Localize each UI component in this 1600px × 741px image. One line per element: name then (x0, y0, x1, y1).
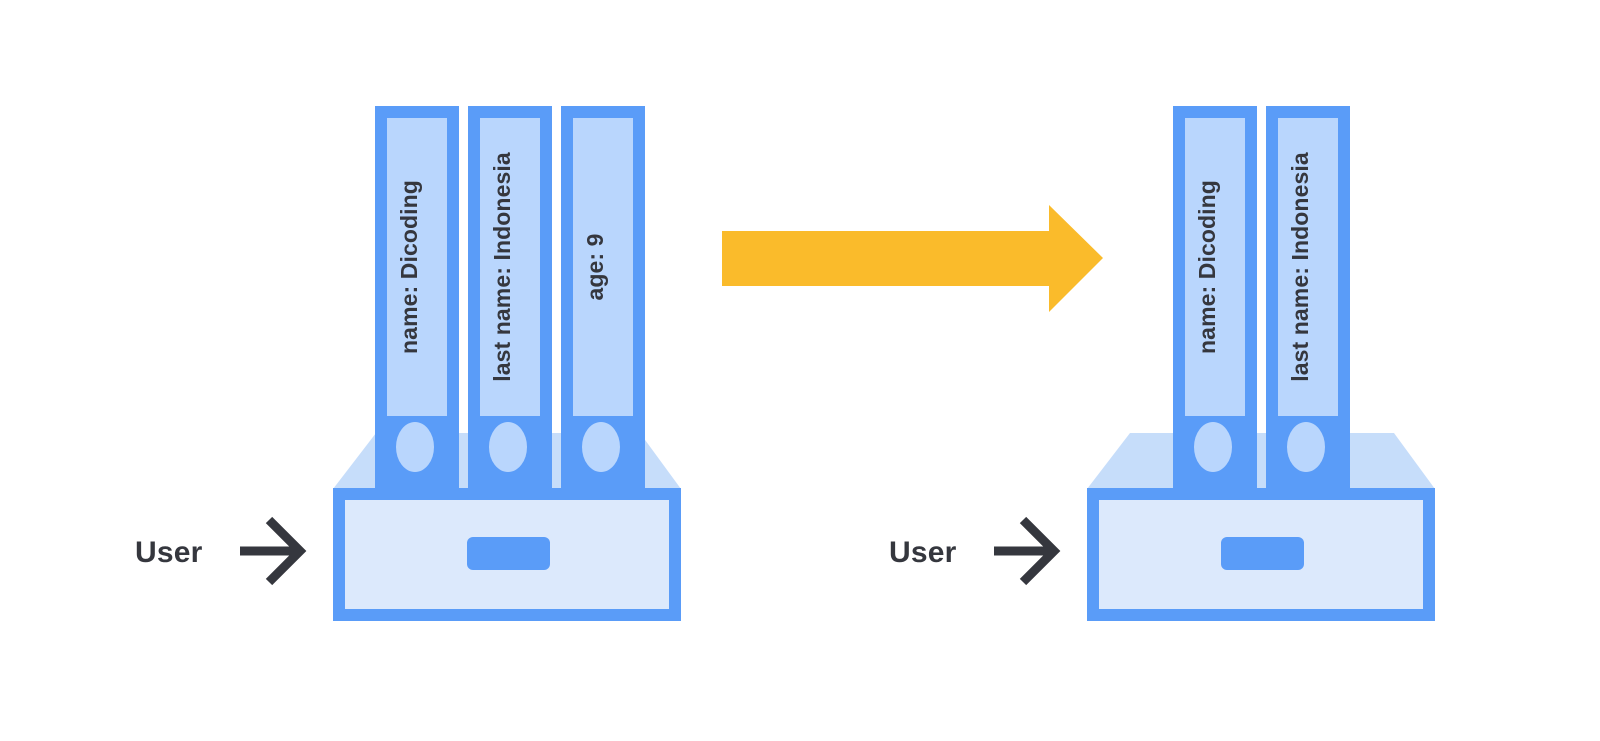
binder-ring-hole (582, 422, 620, 472)
binder-label-panel (480, 118, 540, 416)
left-file-drawer[interactable] (333, 488, 681, 621)
binder-ring-hole (1194, 422, 1232, 472)
right-binder-1-label: name: Dicoding (1194, 180, 1220, 354)
right-group-after: User name: Dicoding last name: (889, 106, 1435, 621)
right-binder-2[interactable]: last name: Indonesia (1266, 106, 1350, 489)
transition-arrow (722, 205, 1103, 312)
arrow-head (1019, 516, 1061, 586)
binder-label-panel (1278, 118, 1338, 416)
right-user-annotation: User (889, 516, 1061, 586)
left-binder-1-label: name: Dicoding (396, 180, 422, 354)
binder-label-panel (573, 118, 633, 416)
left-binder-2-label: last name: Indonesia (489, 152, 515, 382)
right-tray-shadow (1087, 433, 1435, 489)
left-binder-3[interactable]: age: 9 (561, 106, 645, 489)
binder-ring-hole (489, 422, 527, 472)
binder-ring-hole (1287, 422, 1325, 472)
binder-label-panel (387, 118, 447, 416)
binder-ring-hole (396, 422, 434, 472)
thick-arrow-right-icon (722, 205, 1103, 312)
arrow-head (265, 516, 307, 586)
right-user-label: User (889, 536, 957, 569)
left-binder-2[interactable]: last name: Indonesia (468, 106, 552, 489)
drawer-handle[interactable] (1221, 537, 1304, 570)
left-binder-3-label: age: 9 (582, 233, 608, 300)
left-group-before: User name: Dicoding last name: (135, 106, 681, 621)
right-binder-1[interactable]: name: Dicoding (1173, 106, 1257, 489)
binder-label-panel (1185, 118, 1245, 416)
right-binder-2-label: last name: Indonesia (1287, 152, 1313, 382)
drawer-handle[interactable] (467, 537, 550, 570)
left-arrow-right-icon (240, 516, 307, 586)
left-user-label: User (135, 536, 203, 569)
right-file-drawer[interactable] (1087, 488, 1435, 621)
right-arrow-right-icon (994, 516, 1061, 586)
left-binder-1[interactable]: name: Dicoding (375, 106, 459, 489)
left-user-annotation: User (135, 516, 307, 586)
